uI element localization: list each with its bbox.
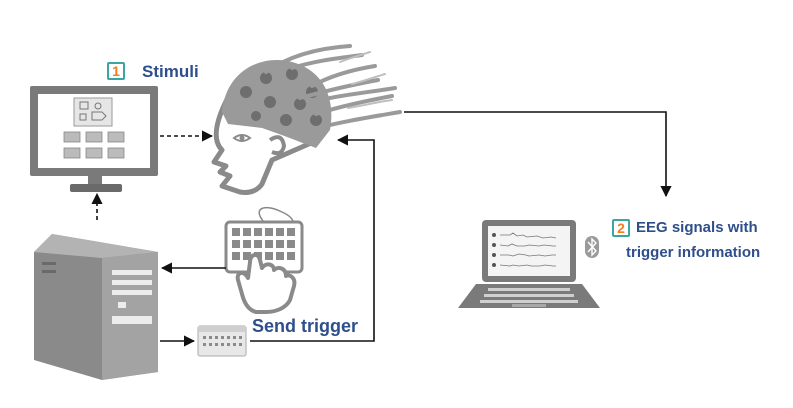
eeg-label-line2: trigger information: [626, 244, 761, 261]
bluetooth-icon: [585, 236, 599, 258]
send-trigger-label: Send trigger: [252, 316, 359, 336]
trigger-box-icon: [197, 325, 247, 357]
eeg-step-badge: 2: [612, 219, 630, 237]
keyboard-icon: [224, 206, 304, 274]
monitor-icon: [30, 86, 158, 192]
head-with-electrodes-icon: [211, 44, 402, 195]
eeg-label-line1: EEG signals with: [636, 219, 758, 236]
stimuli-label: Stimuli: [142, 62, 199, 81]
computer-tower-icon: [34, 234, 158, 380]
laptop-icon: [458, 220, 600, 308]
arrow-head-to-laptop: [404, 111, 672, 198]
arrow-trigger-to-head: [250, 134, 375, 342]
hand-icon: [235, 253, 297, 314]
stimuli-step-badge: 1: [107, 62, 125, 80]
